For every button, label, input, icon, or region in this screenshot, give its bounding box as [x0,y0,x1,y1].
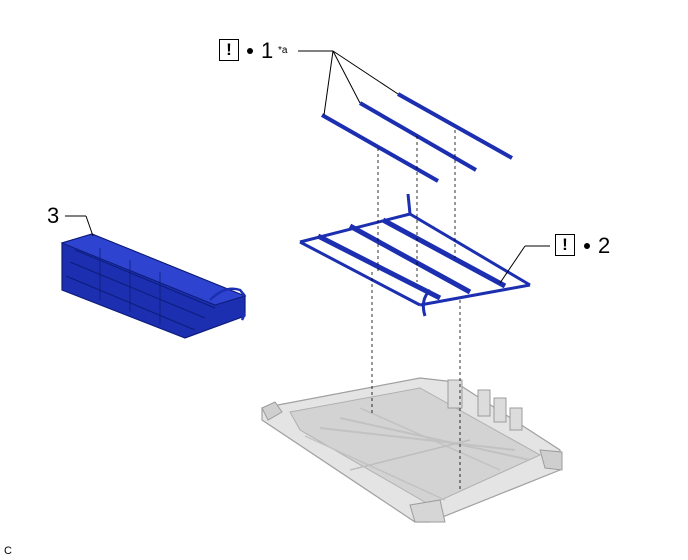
bus-bar-covers [321,92,513,183]
corner-label: C [4,545,12,557]
wire-harness-frame [299,193,531,317]
battery-stack-assembly [60,233,247,339]
warning-mark-2: ! [555,234,575,256]
callout-dot-2 [584,243,590,249]
callout-dot-1 [247,48,253,54]
callout-number-3: 3 [47,203,60,228]
callout-note-1: *a [278,45,288,56]
callout-number-2: 2 [598,233,611,258]
leader-lines [65,50,550,284]
warning-mark-1: ! [219,39,239,61]
alignment-lines [371,130,461,490]
battery-tray [261,377,563,523]
callout-number-1: 1 [261,38,274,63]
